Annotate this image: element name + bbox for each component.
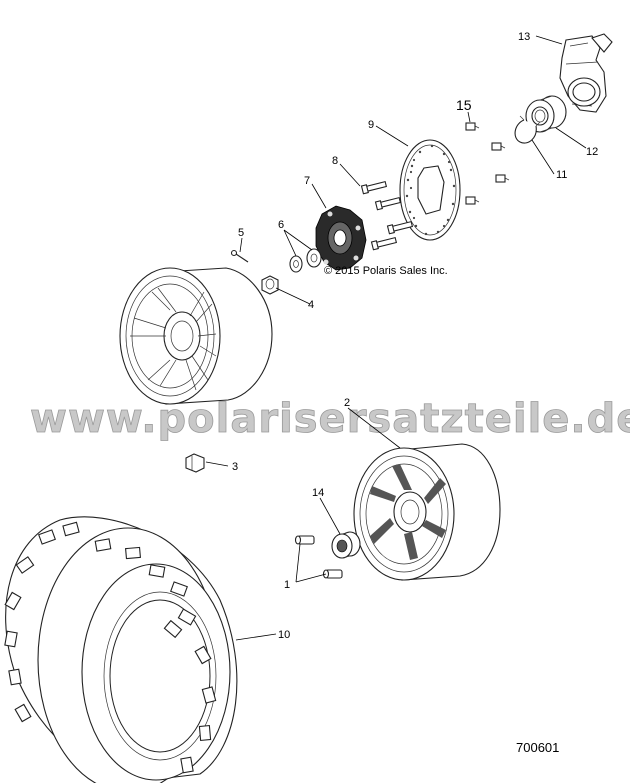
callout-12: 12	[586, 146, 598, 158]
brake-disc-part	[399, 139, 461, 241]
callout-14: 14	[312, 487, 324, 499]
lug-nut-part	[185, 453, 205, 473]
callout-7: 7	[304, 175, 310, 187]
retaining-ring-part	[514, 115, 541, 144]
callout-labels: 13 12 11 15 9 8 7 6 5 4 3 2 14 1 10	[232, 31, 598, 641]
callout-10: 10	[278, 629, 290, 641]
callout-9: 9	[368, 119, 374, 131]
callout-8: 8	[332, 155, 338, 167]
callout-6: 6	[278, 219, 284, 231]
callout-13: 13	[518, 31, 530, 43]
callout-leader-lines	[205, 35, 587, 641]
castle-nut-part	[261, 275, 279, 295]
upper-wheel-rim-part	[119, 267, 273, 405]
bearing-part	[331, 531, 361, 559]
cotter-pin-part	[230, 249, 249, 263]
steering-knuckle-part	[559, 33, 613, 113]
lower-wheel-rim-part	[353, 443, 501, 581]
callout-4: 4	[308, 299, 314, 311]
wheel-hub-part	[315, 205, 367, 271]
tire-part	[4, 516, 238, 783]
callout-15: 15	[456, 97, 472, 113]
washer-parts	[289, 248, 322, 273]
copyright-text: © 2015 Polaris Sales Inc.	[324, 265, 448, 277]
disc-bolts-part	[360, 180, 414, 251]
callout-1: 1	[284, 579, 290, 591]
callout-11: 11	[556, 169, 567, 181]
caliper-bolts-part	[465, 122, 510, 205]
wheel-bearing-part	[525, 95, 567, 133]
document-number: 700601	[516, 740, 559, 755]
callout-2: 2	[344, 397, 350, 409]
callout-3: 3	[232, 461, 238, 473]
watermark-text: www.polarisersatzteile.de	[30, 396, 630, 442]
callout-5: 5	[238, 227, 244, 239]
